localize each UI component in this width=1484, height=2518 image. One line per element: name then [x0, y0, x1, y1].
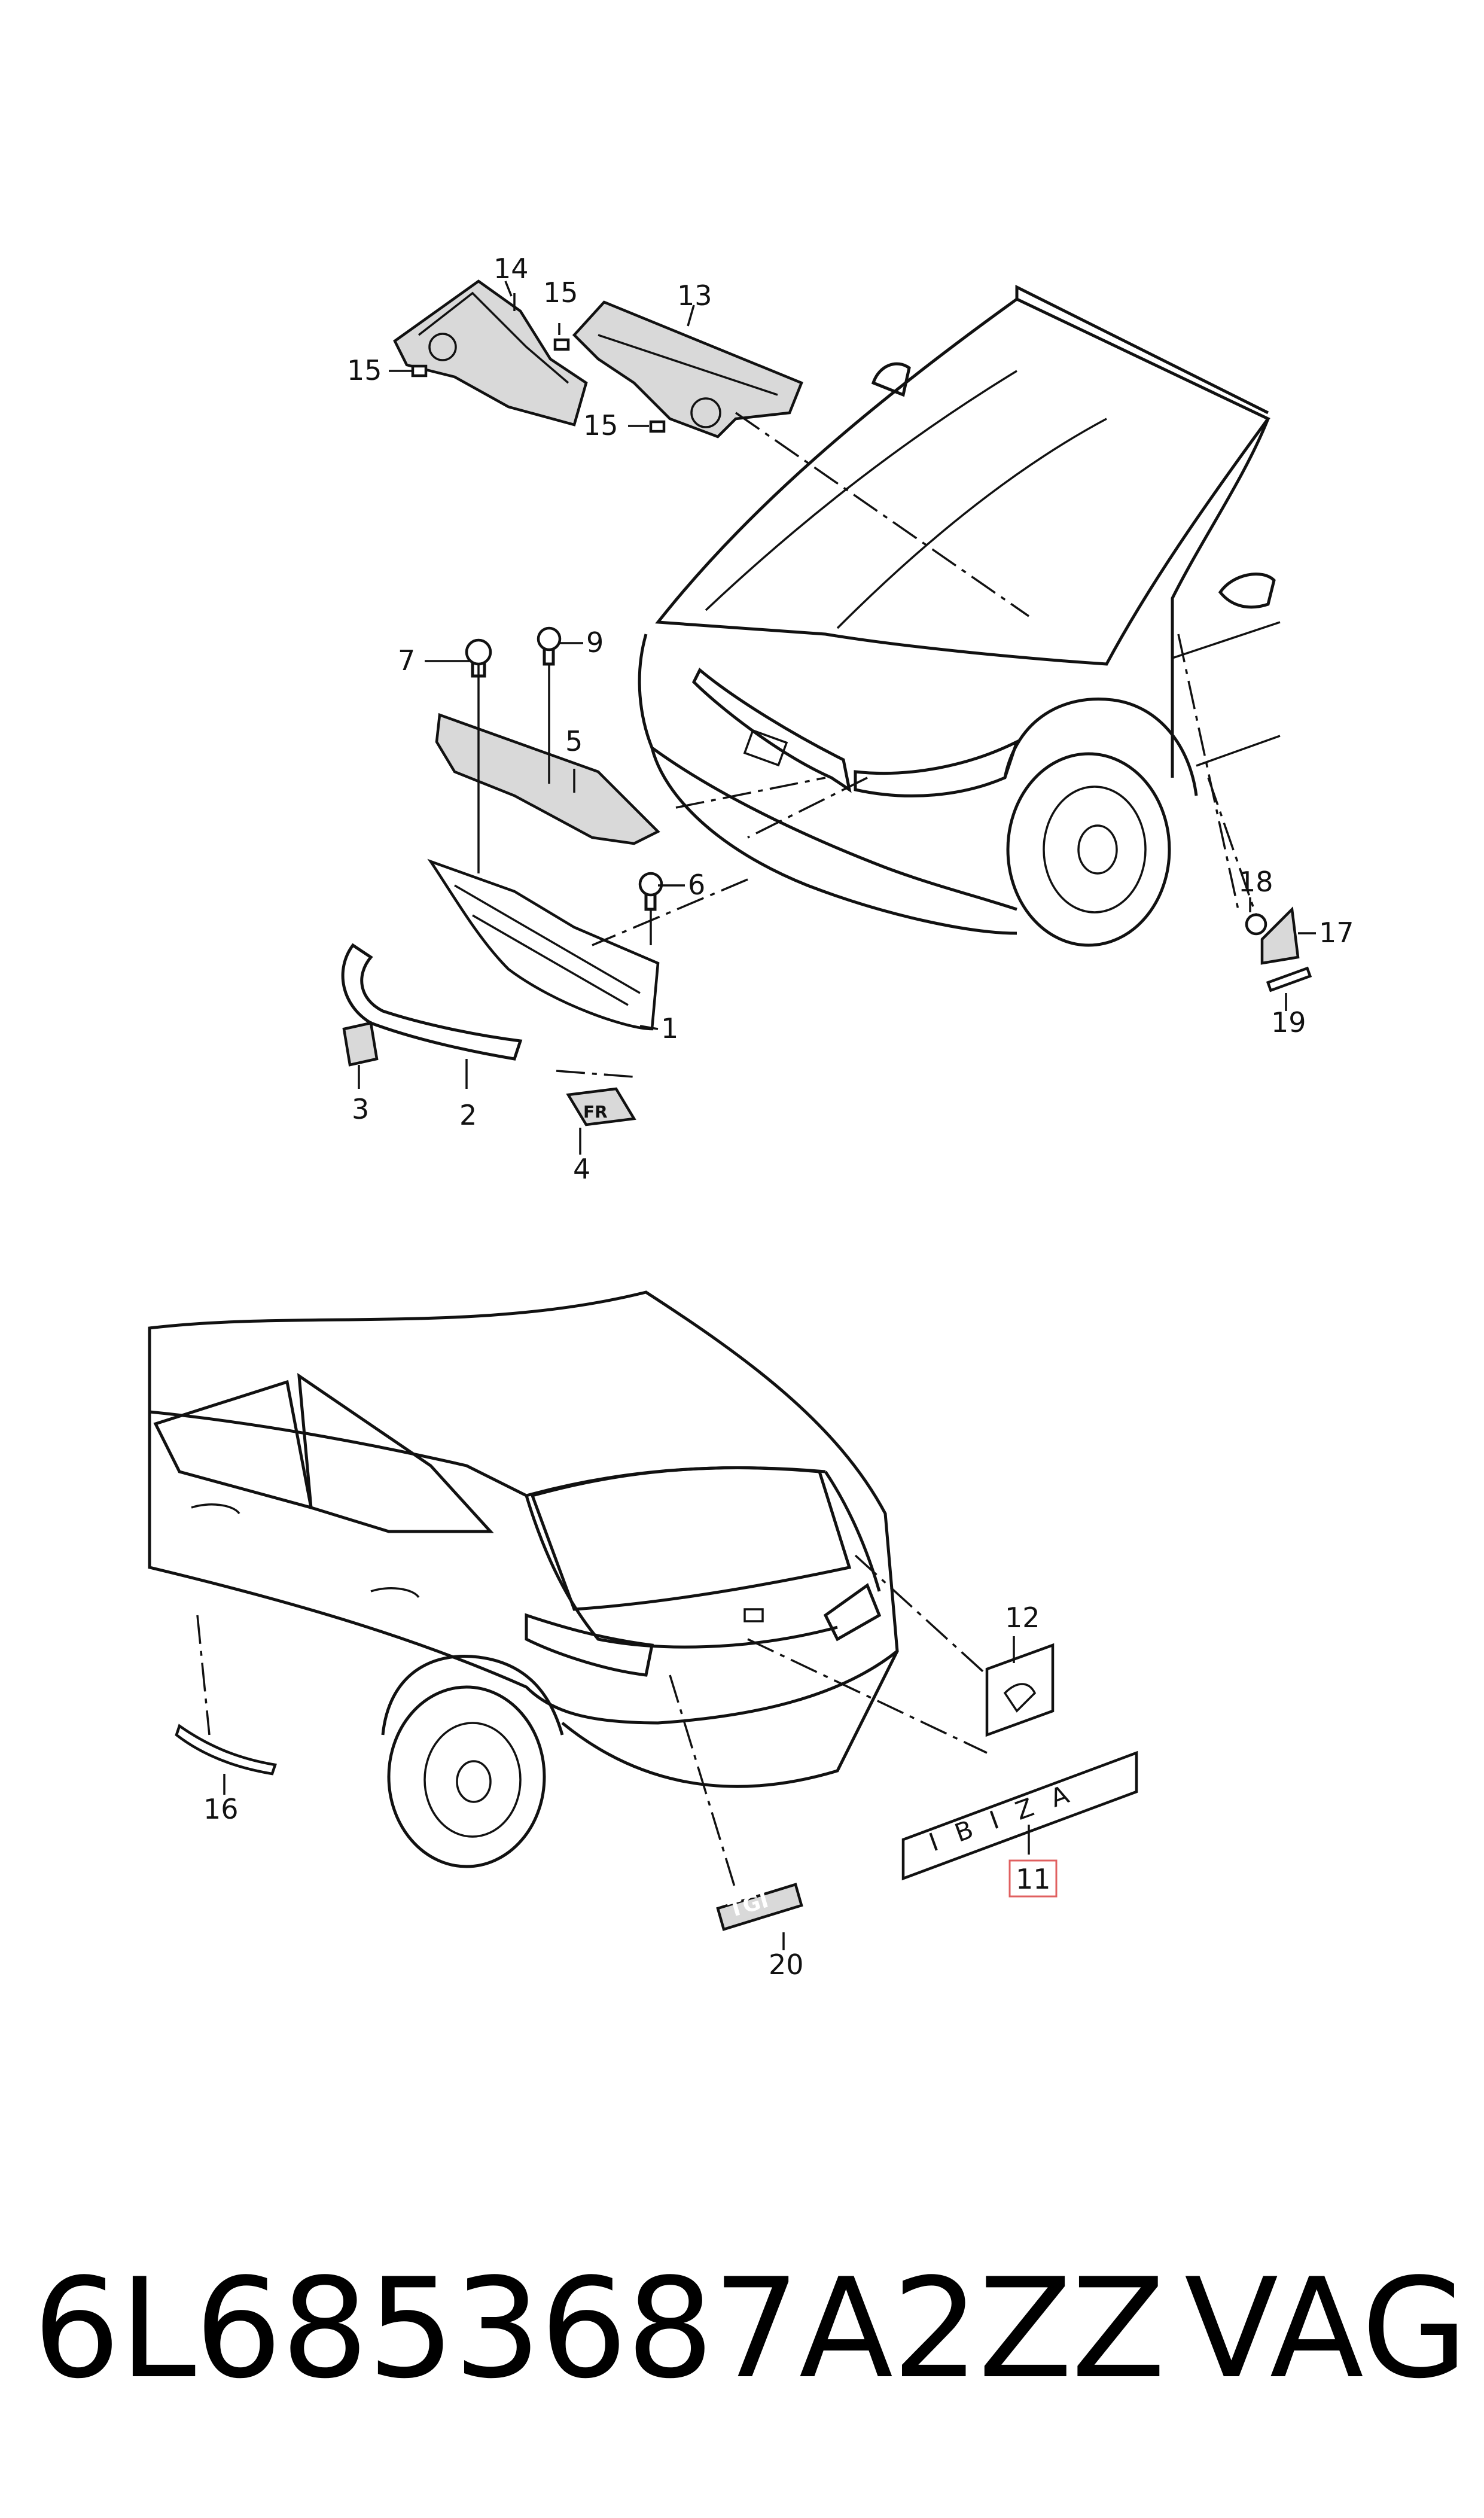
- callout-7: 7: [398, 644, 415, 677]
- callout-5: 5: [565, 725, 583, 757]
- callout-19: 19: [1271, 1006, 1306, 1039]
- callout-13: 13: [677, 279, 712, 312]
- callout-9: 9: [586, 626, 604, 659]
- callout-11-highlight-box: [1008, 1859, 1058, 1898]
- callout-14: 14: [493, 252, 529, 285]
- footer-part-number: 6L6853687A2ZZ: [33, 2249, 1166, 2409]
- footer-brand: VAG: [1184, 2249, 1468, 2409]
- callout-15-top: 15: [543, 276, 578, 309]
- callout-2: 2: [459, 1099, 477, 1131]
- callout-16: 16: [203, 1793, 239, 1825]
- callout-17: 17: [1319, 917, 1354, 949]
- callout-12: 12: [1005, 1601, 1040, 1634]
- side-parts-front: [1245, 906, 1312, 992]
- grille-parts: [341, 626, 663, 1126]
- callout-1: 1: [661, 1012, 678, 1045]
- cowl-panel-parts: [393, 279, 803, 439]
- leader-lines: [196, 293, 1257, 1891]
- front-car-illustration: [638, 284, 1281, 947]
- callout-3: 3: [352, 1093, 369, 1125]
- rear-parts: [175, 1643, 1138, 1931]
- callout-11: 11: [1016, 1863, 1051, 1895]
- callout-leaders: [223, 281, 1316, 1950]
- callout-18: 18: [1238, 866, 1273, 898]
- callout-20: 20: [769, 1948, 804, 1981]
- fr-badge-text: FR: [583, 1102, 608, 1122]
- callout-15-left: 15: [347, 354, 382, 386]
- rear-car-illustration: [148, 1290, 899, 1868]
- callout-4: 4: [573, 1153, 590, 1185]
- callout-6: 6: [688, 869, 705, 901]
- callout-15-bottom: 15: [583, 409, 618, 442]
